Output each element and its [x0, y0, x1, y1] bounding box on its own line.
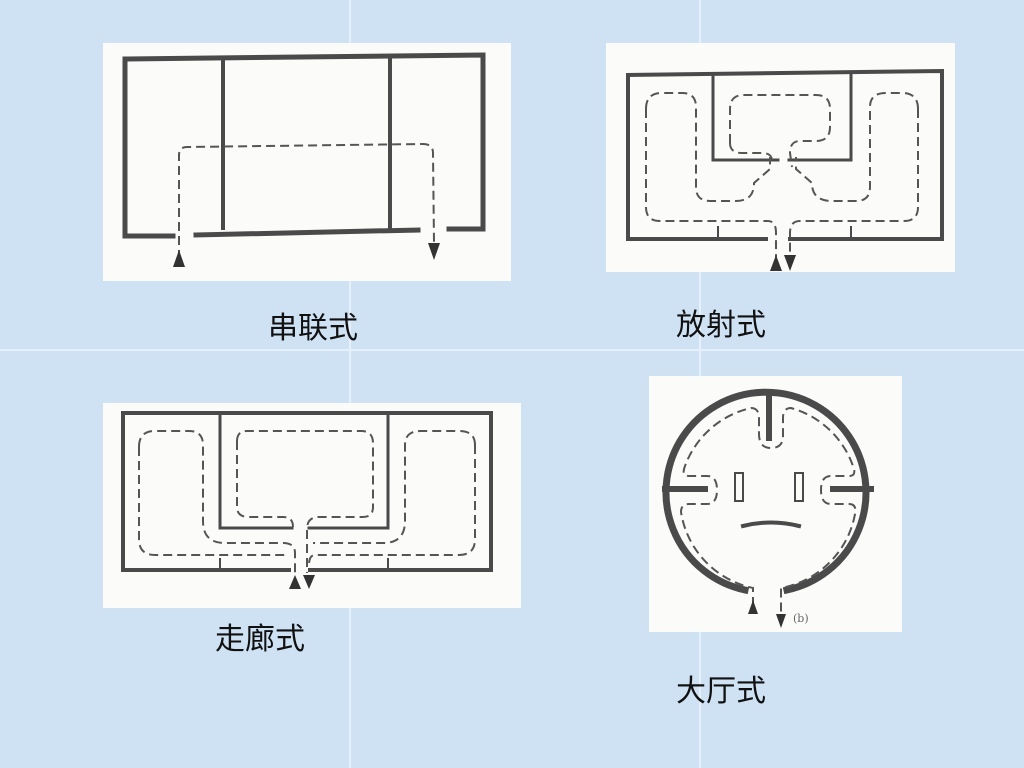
series-layout-caption: 串联式: [268, 311, 358, 346]
background-tile-line: [0, 349, 1024, 351]
corridor-layout-diagram: [103, 403, 521, 608]
series-layout-plan: [122, 52, 486, 267]
radial-layout-diagram: [606, 43, 955, 272]
corridor-layout-caption: 走廊式: [215, 622, 305, 657]
series-layout-diagram: [103, 43, 511, 281]
radial-layout-plan: [626, 68, 944, 271]
hall-layout-caption: 大厅式: [676, 674, 766, 709]
radial-layout-caption: 放射式: [676, 308, 766, 343]
hall-layout-plan: (b): [662, 388, 874, 628]
corridor-layout-plan: [121, 411, 493, 589]
hall-layout-diagram: (b): [649, 376, 902, 632]
background-tile-line: [349, 0, 351, 768]
hall-figure-label: (b): [793, 612, 809, 625]
